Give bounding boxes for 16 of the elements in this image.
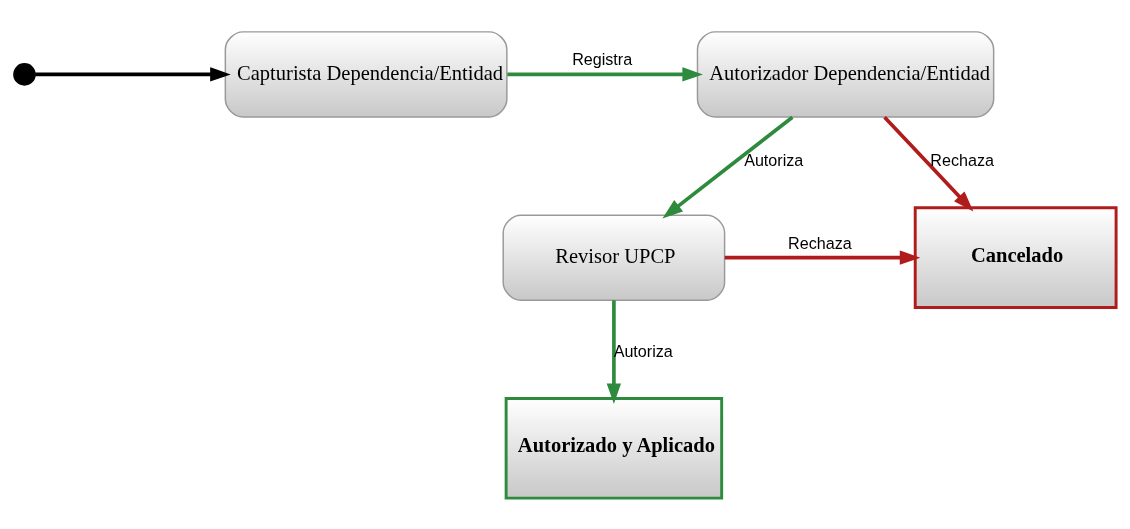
node-box: Autorizado y Aplicado bbox=[504, 396, 724, 500]
arrow bbox=[35, 66, 231, 82]
node-circle bbox=[13, 62, 36, 86]
arrow bbox=[883, 115, 974, 211]
arrow bbox=[724, 249, 921, 265]
arrow bbox=[606, 299, 622, 404]
arrow bbox=[662, 115, 794, 218]
edge-label: Autoriza bbox=[744, 150, 804, 169]
node-box: Revisor UPCP bbox=[502, 213, 726, 301]
node-box: Capturista Dependencia/Entidad bbox=[224, 30, 508, 118]
edge-label: Rechaza bbox=[930, 150, 994, 169]
node-box: Cancelado bbox=[913, 205, 1118, 309]
edge-label: Rechaza bbox=[788, 233, 852, 252]
node-box: Autorizador Dependencia/Entidad bbox=[696, 30, 995, 118]
edge-label: Registra bbox=[572, 49, 633, 68]
arrow bbox=[507, 66, 703, 82]
